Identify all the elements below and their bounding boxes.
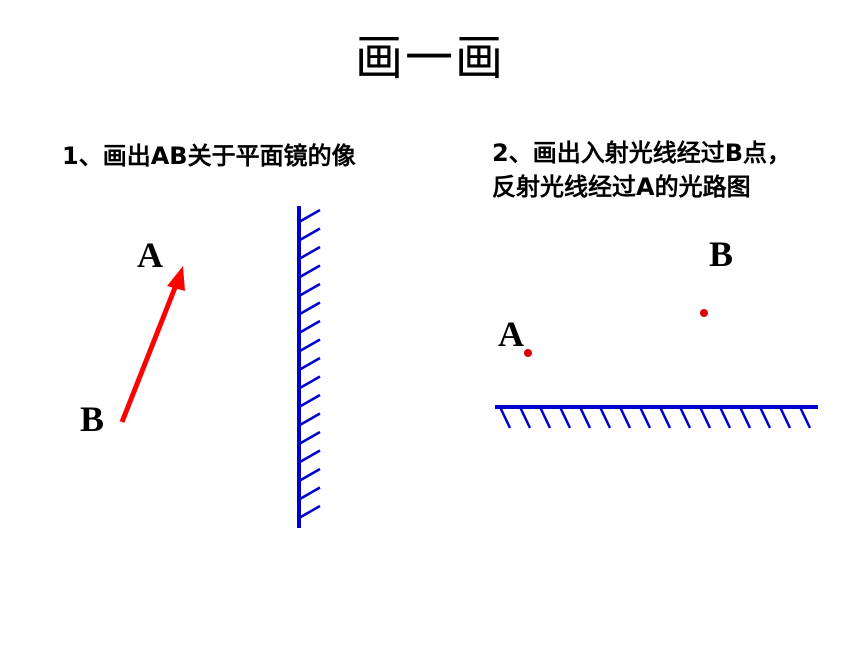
figure-2 xyxy=(495,309,818,429)
mirror-hatch-line xyxy=(298,319,321,335)
mirror-hatch-line xyxy=(298,301,321,316)
mirror-hatch-line xyxy=(298,338,321,353)
object-arrow-shaft xyxy=(119,279,181,423)
mirror-hatch-line xyxy=(298,467,321,483)
mirror-hatch-line xyxy=(298,356,321,372)
page-title: 画一画 xyxy=(354,30,505,86)
mirror-hatch-line xyxy=(658,406,672,429)
mirror-hatch-line xyxy=(798,406,812,429)
mirror-hatch-line xyxy=(538,406,552,429)
mirror-hatch-line xyxy=(298,264,321,279)
question-2: 2、画出入射光线经过B点， 反射光线经过A的光路图 xyxy=(492,136,791,204)
mirror-hatch-line xyxy=(298,430,321,446)
mirror-hatch-line xyxy=(298,375,321,390)
mirror-hatch-line xyxy=(298,227,321,242)
mirror-hatch-line xyxy=(298,393,321,409)
mirror-hatch-line xyxy=(578,406,592,429)
label-a-figure-2: A xyxy=(498,314,524,354)
mirror-hatch-line xyxy=(598,406,612,429)
mirror-hatch-line xyxy=(558,406,572,429)
mirror-hatch-line xyxy=(298,449,321,464)
mirror-hatch-line xyxy=(498,406,512,429)
label-b-figure-2: B xyxy=(709,234,734,274)
mirror-hatch-line xyxy=(778,406,792,429)
mirror-hatch-line xyxy=(698,406,712,429)
mirror-hatch-line xyxy=(298,282,321,298)
vertical-mirror-hatching xyxy=(298,208,321,520)
mirror-hatch-line xyxy=(638,406,652,429)
label-b-figure-1: B xyxy=(80,399,105,439)
figure-1 xyxy=(119,206,321,528)
question-2-line-1: 2、画出入射光线经过B点， xyxy=(492,139,791,167)
mirror-hatch-line xyxy=(298,208,321,224)
horizontal-mirror-hatching xyxy=(498,406,812,429)
point-b xyxy=(700,309,708,317)
question-1: 1、画出AB关于平面镜的像 xyxy=(62,142,356,170)
mirror-hatch-line xyxy=(298,486,321,501)
mirror-hatch-line xyxy=(678,406,692,429)
question-2-line-2: 反射光线经过A的光路图 xyxy=(492,173,751,201)
mirror-hatch-line xyxy=(618,406,632,429)
object-arrow-head xyxy=(167,266,185,291)
mirror-hatch-line xyxy=(718,406,732,429)
mirror-hatch-line xyxy=(738,406,752,429)
mirror-hatch-line xyxy=(298,412,321,427)
mirror-hatch-line xyxy=(298,504,321,520)
point-a xyxy=(524,349,532,357)
mirror-hatch-line xyxy=(518,406,532,429)
mirror-hatch-line xyxy=(758,406,772,429)
label-a-figure-1: A xyxy=(137,235,163,275)
mirror-hatch-line xyxy=(298,245,321,261)
